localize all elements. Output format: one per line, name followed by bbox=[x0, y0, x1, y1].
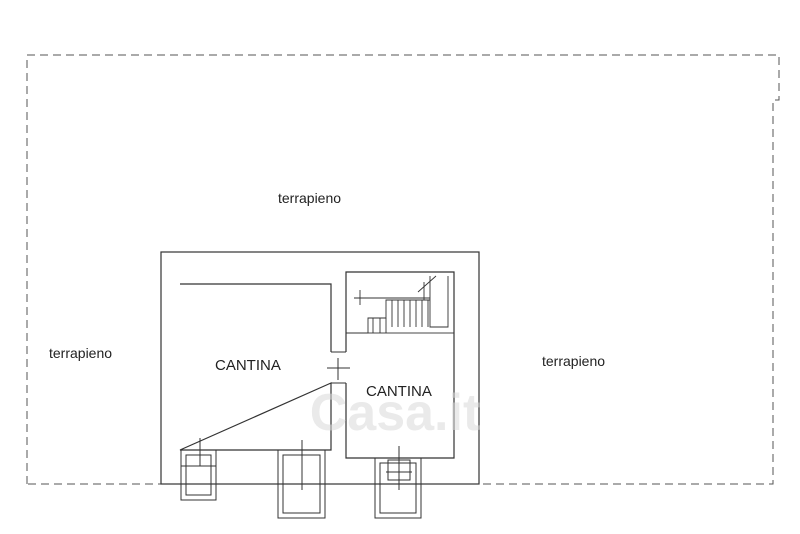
internal-door bbox=[327, 351, 350, 384]
room-left-walls bbox=[179, 283, 332, 451]
label-cantina-right: CANTINA bbox=[366, 383, 432, 400]
label-terrapieno-top: terrapieno bbox=[278, 190, 341, 206]
light-well-left bbox=[180, 438, 217, 501]
label-terrapieno-right: terrapieno bbox=[542, 353, 605, 369]
building-outline bbox=[160, 251, 480, 485]
watermark: Casa.it bbox=[310, 384, 481, 442]
light-well-center bbox=[277, 440, 326, 519]
embankment-boundary bbox=[26, 54, 780, 485]
light-well-right bbox=[374, 446, 422, 519]
staircase bbox=[345, 271, 455, 334]
label-cantina-left: CANTINA bbox=[215, 357, 281, 374]
label-terrapieno-left: terrapieno bbox=[49, 345, 112, 361]
